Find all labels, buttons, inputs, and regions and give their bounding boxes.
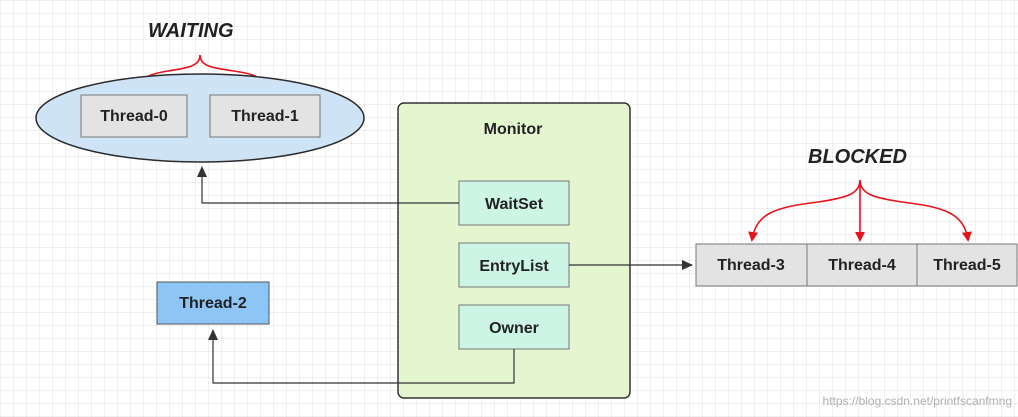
source-credit: https://blog.csdn.net/printfscanfmng xyxy=(823,394,1012,408)
owner-label: Owner xyxy=(489,320,539,337)
wait-set-slot: WaitSet xyxy=(458,180,570,226)
waiting-label: WAITING xyxy=(148,20,234,42)
thread-2-box: Thread-2 xyxy=(156,281,270,325)
thread-3-box xyxy=(695,243,808,287)
thread-5-label: Thread-5 xyxy=(933,257,1001,274)
thread-4-label: Thread-4 xyxy=(828,257,896,274)
wait-set-label: WaitSet xyxy=(485,196,544,213)
entry-list-slot: EntryList xyxy=(458,242,570,288)
blocked-arrow-right xyxy=(859,179,972,242)
thread-3-label: Thread-3 xyxy=(717,257,785,274)
blocked-brace-arrows xyxy=(748,179,972,242)
thread-5-box xyxy=(916,243,1018,287)
thread-2-label: Thread-2 xyxy=(179,295,247,312)
thread-1-box: Thread-1 xyxy=(209,94,321,138)
blocked-label: BLOCKED xyxy=(808,146,907,168)
entry-list-label: EntryList xyxy=(479,258,549,275)
thread-0-label: Thread-0 xyxy=(100,108,168,125)
blocked-arrow-left xyxy=(748,179,861,242)
monitor-title: Monitor xyxy=(484,121,543,138)
thread-1-label: Thread-1 xyxy=(231,108,299,125)
owner-connector xyxy=(208,329,515,384)
thread-0-box: Thread-0 xyxy=(80,94,188,138)
wait-set-connector xyxy=(197,166,459,204)
blocked-threads-row: Thread-3 Thread-4 Thread-5 xyxy=(695,243,1018,287)
owner-slot: Owner xyxy=(458,304,570,350)
